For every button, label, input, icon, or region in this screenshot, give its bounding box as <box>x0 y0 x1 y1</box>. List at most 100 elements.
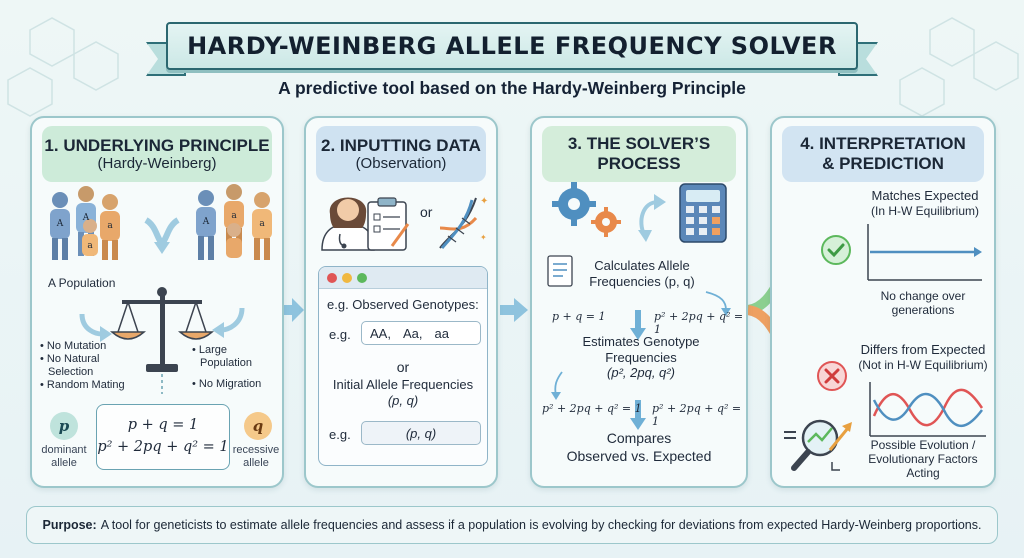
genotype-aa-hetero: Aa, <box>402 325 423 341</box>
initial-frequencies-label: Initial Allele Frequencies <box>332 377 474 392</box>
assumption-no-migration: • No Migration <box>192 377 262 390</box>
step-estimates-genotype: Estimates Genotype Frequencies (p², 2pq,… <box>552 334 730 381</box>
panel-underlying-principle: 1. UNDERLYING PRINCIPLE (Hardy-Weinberg)… <box>30 116 284 488</box>
p-allele-caption: dominant allele <box>38 444 90 469</box>
svg-text:A: A <box>82 213 90 223</box>
eg-label-pq: e.g. <box>329 427 351 442</box>
panel-3-title-line-1: 3. THE SOLVER’S <box>567 134 711 154</box>
panel-4-title-line-2: & PREDICTION <box>822 154 944 173</box>
stable-frequency-graph <box>867 224 982 281</box>
panel-1-subtitle: (Hardy-Weinberg) <box>97 155 217 173</box>
panel-3-header: 3. THE SOLVER’S PROCESS <box>542 126 736 182</box>
pq-input-field[interactable]: (p, q) <box>361 421 481 445</box>
matches-expected-label: Matches Expected (In H-W Equilibrium) <box>852 188 998 218</box>
formula-genotype-sum: p² + 2pq + q² = 1 <box>97 439 229 455</box>
p-caption-line-2: allele <box>51 456 77 469</box>
panel-3-title-line-2: PROCESS <box>597 154 681 173</box>
differ-line-1: Differs from Expected <box>860 342 986 357</box>
match-line-2: (In H-W Equilibrium) <box>870 203 979 218</box>
genotype-aa-recessive: aa <box>434 325 449 341</box>
svg-text:a: a <box>259 219 265 229</box>
assumption-selection: Selection <box>48 365 94 378</box>
q-caption-line-2: allele <box>243 456 269 469</box>
svg-text:A: A <box>202 217 210 227</box>
step-calculates-allele: Calculates Allele Frequencies (p, q) <box>572 258 712 289</box>
evolution-line-1: Possible Evolution / <box>870 438 976 452</box>
equation-genotype-sum-left: p² + 2pq + q² = 1 <box>542 402 642 415</box>
assumptions-left: • No Mutation • No Natural Selection • R… <box>40 340 125 392</box>
equation-genotype-sum-right: p² + 2pq + q² = 1 <box>652 402 742 428</box>
purpose-label: Purpose: <box>42 518 97 532</box>
equation-allele-sum: p + q = 1 <box>552 310 606 323</box>
no-change-line-2: generations <box>891 302 955 317</box>
assumption-random-mating: • Random Mating <box>40 378 125 391</box>
scientist-icon <box>321 197 375 251</box>
step-compares: Compares Observed vs. Expected <box>532 430 746 465</box>
panel-2-header: 2. INPUTTING DATA (Observation) <box>316 126 486 182</box>
check-circle-icon <box>821 235 851 265</box>
population-group-right: A a a <box>196 184 272 260</box>
balance-scale-icon <box>79 287 245 394</box>
window-maximize-dot[interactable] <box>357 273 367 283</box>
q-allele-caption: recessive allele <box>228 444 284 469</box>
panel-interpretation: 4. INTERPRETATION & PREDICTION Matches E… <box>770 116 996 488</box>
svg-text:a: a <box>87 241 93 251</box>
differs-expected-label: Differs from Expected (Not in H-W Equili… <box>848 342 998 372</box>
x-circle-icon <box>817 361 847 391</box>
dna-helix-icon: ✦ ✦ <box>439 196 488 249</box>
solver-icons <box>552 182 727 243</box>
title-banner: HARDY-WEINBERG ALLELE FREQUENCY SOLVER <box>166 22 858 70</box>
svg-text:✦: ✦ <box>480 233 487 242</box>
checklist-icon <box>547 255 573 287</box>
window-titlebar <box>319 267 487 289</box>
genotype-aa-dominant: AA, <box>370 325 391 341</box>
step2-line-2: Frequencies <box>605 349 677 365</box>
pq-input-value: (p, q) <box>405 425 437 441</box>
evolution-line-3: Acting <box>906 466 940 481</box>
fluctuating-frequency-graph <box>869 382 986 437</box>
panel-1-title: 1. UNDERLYING PRINCIPLE <box>44 135 270 155</box>
hardy-weinberg-formula-box: p + q = 1 p² + 2pq + q² = 1 <box>96 404 230 470</box>
p-caption-line-1: dominant <box>41 444 87 456</box>
assumptions-right: • Large Population • No Migration <box>192 344 261 391</box>
window-minimize-dot[interactable] <box>342 273 352 283</box>
process-arrows <box>551 291 731 430</box>
panel-2-subtitle: (Observation) <box>355 155 447 173</box>
panel-solver-process: 3. THE SOLVER’S PROCESS <box>530 116 748 488</box>
panel-4-title-line-1: 4. INTERPRETATION <box>800 134 966 154</box>
step1-line-2: Frequencies (p, q) <box>589 273 695 289</box>
equation-genotype-sum: p² + 2pq + q² = 1 <box>654 310 744 336</box>
data-input-window: e.g. Observed Genotypes: e.g. AA, Aa, aa… <box>318 266 488 466</box>
step3-line-2: Observed vs. Expected <box>566 447 712 464</box>
initial-frequencies-pq: (p, q) <box>387 393 419 408</box>
input-or-label: or <box>420 204 433 220</box>
svg-text:A: A <box>56 219 64 229</box>
population-illustration: A A a a A a a <box>50 184 272 260</box>
assumption-no-mutation: • No Mutation <box>40 340 107 352</box>
q-allele-badge: q <box>244 412 272 440</box>
no-change-line-1: No change over <box>880 289 966 303</box>
magnifier-analysis-icon <box>784 419 852 471</box>
panel-1-header: 1. UNDERLYING PRINCIPLE (Hardy-Weinberg) <box>42 126 272 182</box>
step2-line-1: Estimates Genotype <box>582 334 700 349</box>
panel-4-header: 4. INTERPRETATION & PREDICTION <box>782 126 984 182</box>
purpose-text: A tool for geneticists to estimate allel… <box>100 518 982 532</box>
observed-genotypes-label: e.g. Observed Genotypes: <box>327 297 479 312</box>
differ-line-2: (Not in H-W Equilibrium) <box>858 357 988 372</box>
window-close-dot[interactable] <box>327 273 337 283</box>
calculator-icon <box>679 183 727 243</box>
genotype-input-field[interactable]: AA, Aa, aa <box>361 321 481 345</box>
gears-icon <box>552 182 621 237</box>
page-subtitle: A predictive tool based on the Hardy-Wei… <box>278 78 746 98</box>
assumption-no-natural: • No Natural <box>40 352 100 365</box>
loop-arrow-icon <box>638 194 666 242</box>
formula-allele-sum: p + q = 1 <box>127 417 199 434</box>
input-or-label-2: or <box>396 359 410 375</box>
page-title: HARDY-WEINBERG ALLELE FREQUENCY SOLVER <box>187 32 837 60</box>
eg-label-genotypes: e.g. <box>329 327 351 342</box>
panel-2-title: 2. INPUTTING DATA <box>321 135 481 155</box>
svg-text:a: a <box>107 221 113 231</box>
population-group-left: A A a a <box>50 186 120 260</box>
population-merge-arrow <box>144 217 180 254</box>
